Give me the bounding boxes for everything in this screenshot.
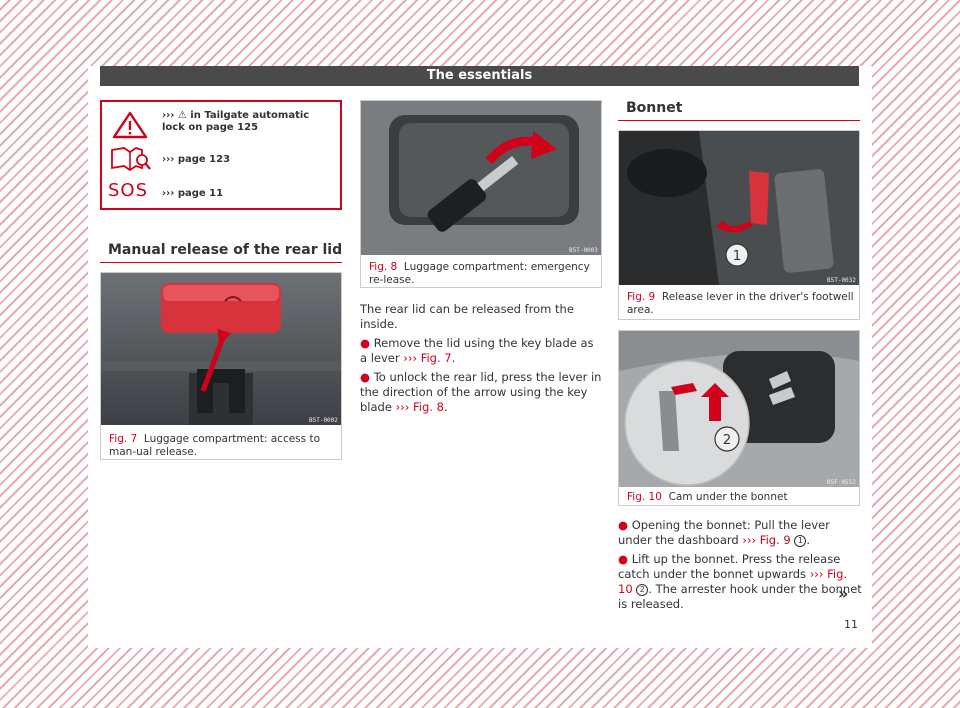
fig8-link[interactable]: ››› Fig. 8 [395, 400, 444, 414]
figure-8: B5T-0003 Fig. 8 Luggage compartment: eme… [360, 100, 602, 288]
section-rule-right [618, 120, 860, 121]
middle-body-text: The rear lid can be released from the in… [360, 302, 604, 415]
callout-2: 2 [636, 583, 649, 596]
step-open-bonnet: ● Opening the bonnet: Pull the lever und… [618, 518, 830, 547]
figure-10-caption-text: Cam under the bonnet [668, 491, 788, 503]
sos-ref-text: ››› page 11 [162, 188, 224, 199]
figure-8-image [361, 101, 601, 255]
bullet-icon: ● [618, 552, 629, 566]
sos-symbol: SOS [108, 180, 149, 201]
figure-10-caption: Fig. 10 Cam under the bonnet [627, 491, 855, 504]
figure-10-code: B5F-0552 [827, 479, 856, 486]
step-unlock-lid-text: To unlock the rear lid, press the lever … [360, 370, 602, 414]
figure-7-caption: Fig. 7 Luggage compartment: access to ma… [109, 433, 337, 459]
step-remove-lid: ● Remove the lid using the key blade as … [360, 336, 594, 365]
figure-7-label: Fig. 7 [109, 433, 138, 445]
right-body-text: ● Opening the bonnet: Pull the lever und… [618, 518, 862, 612]
figure-9-image: 1 [619, 131, 859, 285]
continued-mark: » [838, 584, 849, 603]
figure-7-caption-text: Luggage compartment: access to man-ual r… [109, 433, 321, 458]
section-rule-left [100, 262, 342, 263]
figure-9: 1 B5T-0032 Fig. 9 Release lever in the d… [618, 130, 860, 320]
bullet-icon: ● [360, 336, 371, 350]
bullet-icon: ● [360, 370, 371, 384]
figure-9-callout: 1 [733, 249, 741, 264]
figure-10-label: Fig. 10 [627, 491, 662, 503]
step-unlock-lid: ● To unlock the rear lid, press the leve… [360, 370, 602, 414]
manual-book-icon [108, 144, 152, 174]
manual-ref-text: ››› page 123 [162, 154, 231, 165]
figure-10-image: 2 [619, 331, 859, 487]
figure-7: B5T-0002 Fig. 7 Luggage compartment: acc… [100, 272, 342, 460]
figure-7-image [101, 273, 341, 425]
fig10-link[interactable]: ››› Fig. 10 [618, 567, 848, 596]
warning-ref-text: ››› ⚠ in Tailgate automatic lock on page… [162, 110, 310, 133]
figure-9-caption-text: Release lever in the driver's footwell a… [627, 291, 854, 316]
figure-8-caption-text: Luggage compartment: emergency re-lease. [369, 261, 590, 286]
step-lift-bonnet: ● Lift up the bonnet. Press the release … [618, 552, 862, 611]
step-lift-bonnet-text: Lift up the bonnet. Press the release ca… [618, 552, 841, 581]
intro-paragraph: The rear lid can be released from the in… [360, 302, 574, 331]
chapter-header: The essentials [100, 66, 859, 86]
figure-10-callout: 2 [723, 433, 731, 448]
warning-triangle-icon [108, 110, 152, 140]
section-title-bonnet: Bonnet [626, 100, 683, 116]
figure-9-label: Fig. 9 [627, 291, 656, 303]
figure-8-caption: Fig. 8 Luggage compartment: emergency re… [369, 261, 597, 287]
figure-9-caption: Fig. 9 Release lever in the driver's foo… [627, 291, 855, 317]
section-title-manual-release: Manual release of the rear lid [108, 242, 343, 258]
callout-1: 1 [794, 534, 807, 547]
bullet-icon: ● [618, 518, 629, 532]
figure-7-code: B5T-0002 [309, 417, 338, 424]
step-remove-lid-text: Remove the lid using the key blade as a … [360, 336, 594, 365]
step-open-bonnet-text: Opening the bonnet: Pull the lever under… [618, 518, 830, 547]
warning-box: ››› ⚠ in Tailgate automatic lock on page… [100, 100, 342, 210]
fig9-link[interactable]: ››› Fig. 9 [742, 533, 791, 547]
figure-9-code: B5T-0032 [827, 277, 856, 284]
sos-icon: SOS [108, 180, 152, 206]
step-lift-bonnet-text-end: The arrester hook under the bonnet is re… [618, 582, 862, 611]
page-number: 11 [844, 618, 858, 631]
figure-10: 2 B5F-0552 Fig. 10 Cam under the bonnet [618, 330, 860, 506]
figure-8-code: B5T-0003 [569, 247, 598, 254]
figure-8-label: Fig. 8 [369, 261, 398, 273]
fig7-link[interactable]: ››› Fig. 7 [403, 351, 452, 365]
